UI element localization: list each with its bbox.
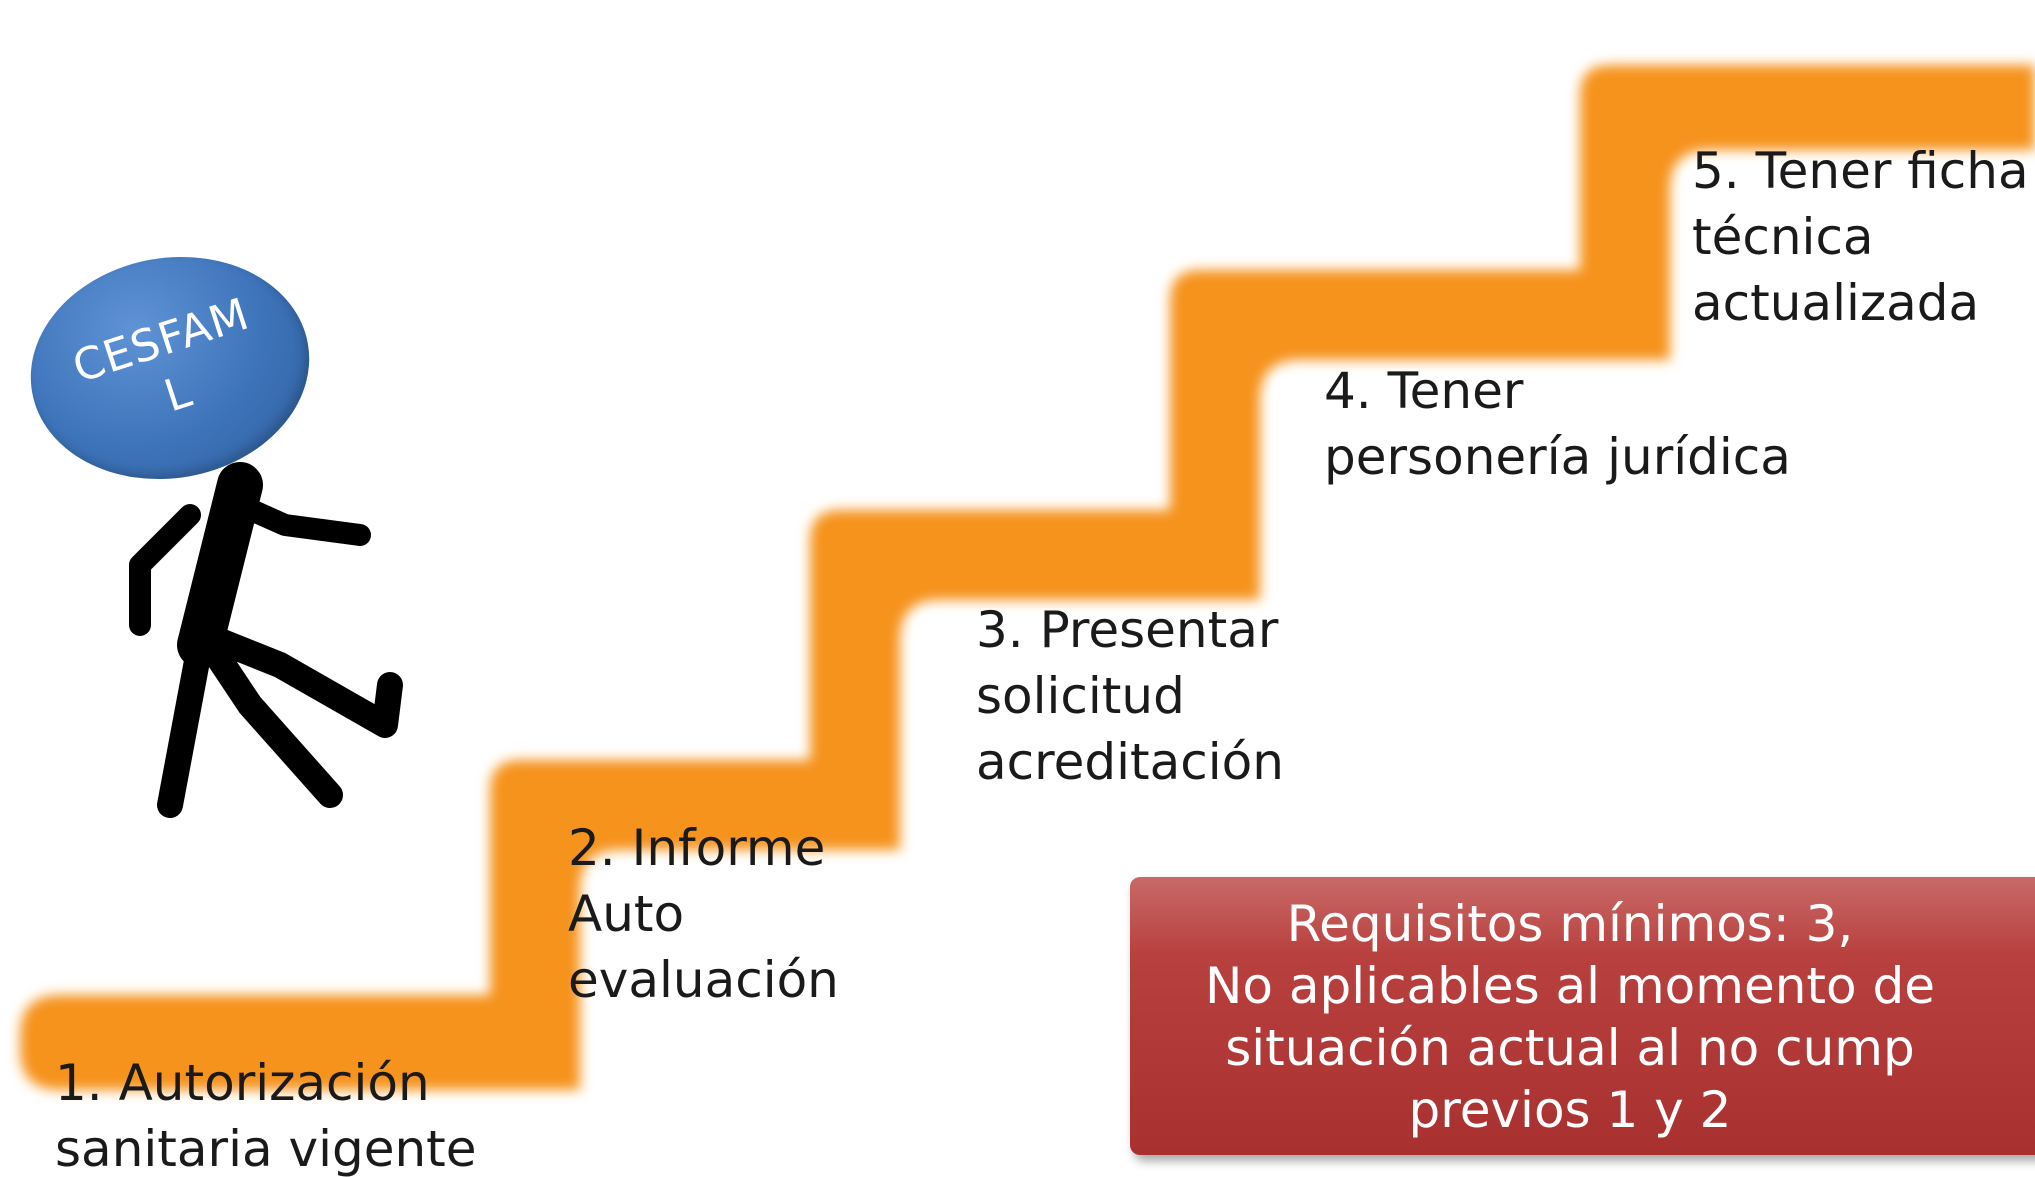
step-5-label: 5. Tener ficha técnica actualizada <box>1692 142 2029 332</box>
step-3-label: 3. Presentar solicitud acreditación <box>976 601 1284 791</box>
requirements-note: Requisitos mínimos: 3, No aplicables al … <box>1130 877 2035 1155</box>
step-1-label: 1. Autorización sanitaria vigente <box>55 1054 477 1177</box>
step-2-label: 2. Informe Auto evaluación <box>568 819 839 1009</box>
stair-path <box>20 65 2035 1090</box>
requirements-note-text: Requisitos mínimos: 3, No aplicables al … <box>1205 895 1935 1139</box>
step-4-label: 4. Tener personería jurídica <box>1324 362 1791 486</box>
head-label: CESFAM L <box>66 288 256 423</box>
walking-figure-icon <box>129 462 403 818</box>
